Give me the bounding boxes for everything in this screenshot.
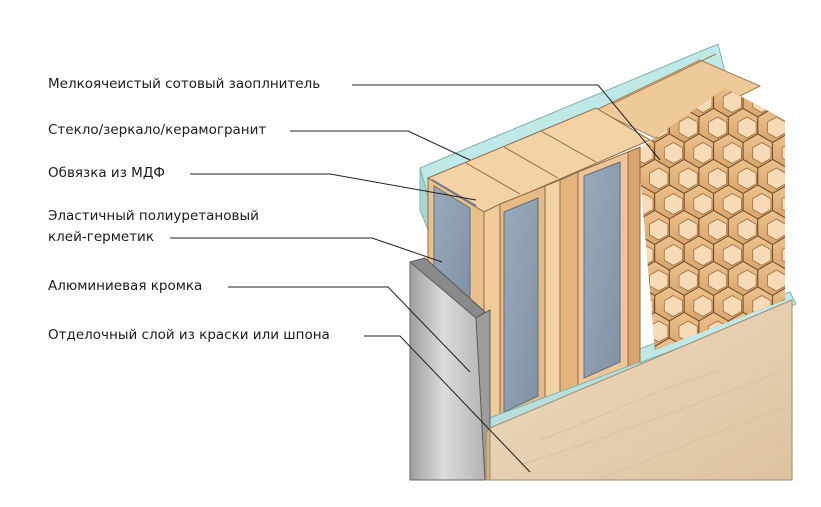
honeycomb-cell-inner	[797, 321, 815, 342]
honeycomb-cell-inner	[752, 193, 772, 215]
honeycomb-cell-inner	[649, 218, 669, 241]
honeycomb-cell-inner	[752, 142, 772, 164]
honeycomb-cell-inner	[663, 244, 683, 266]
honeycomb-cell-inner	[708, 167, 728, 190]
leader-sealant	[170, 237, 443, 263]
label-finish-layer: Отделочный слой из краски или шпона	[48, 327, 330, 343]
leader-mdf	[190, 173, 477, 201]
label-glass-layer: Стекло/зеркало/керамогранит	[48, 122, 267, 138]
honeycomb-cell-inner	[781, 91, 785, 113]
honeycomb-cell-inner	[767, 218, 785, 241]
honeycomb-cell-inner	[708, 218, 728, 241]
label-sealant-line1: Эластичный полиуретановый	[48, 208, 259, 224]
veneer-finish	[485, 299, 793, 481]
leader-aluminium	[228, 286, 471, 373]
leader-glass	[290, 130, 471, 161]
leader-honeycomb	[352, 84, 661, 161]
honeycomb-top	[594, 53, 762, 139]
honeycomb-cell-inner	[797, 168, 815, 189]
honeycomb-cell	[787, 211, 817, 245]
honeycomb-cell-inner	[693, 295, 713, 317]
honeycomb-cell-inner	[678, 116, 698, 139]
honeycomb-cell-inner	[693, 142, 713, 164]
honeycomb-cell-inner	[663, 193, 683, 215]
honeycomb-cell-inner	[722, 244, 742, 266]
honeycomb-cell-inner	[649, 269, 669, 292]
leader-lines	[170, 84, 661, 473]
honeycomb-cell-inner	[767, 116, 785, 139]
honeycomb-cell-inner	[797, 270, 815, 291]
label-honeycomb-filler: Мелкоячеистый сотовый заоплнитель	[48, 76, 321, 92]
honeycomb-cell-inner	[678, 269, 698, 292]
honeycomb-cell-inner	[663, 295, 683, 317]
label-mdf-frame: Обвязка из МДФ	[48, 165, 165, 181]
honeycomb-cell-inner	[737, 116, 757, 139]
honeycomb-cell-inner	[693, 244, 713, 266]
honeycomb-cell	[787, 262, 817, 296]
leader-finish	[364, 335, 531, 473]
honeycomb-cell-inner	[797, 117, 815, 138]
honeycomb-cell-inner	[767, 269, 785, 292]
honeycomb-cell-inner	[649, 167, 669, 190]
honeycomb-cell-inner	[663, 142, 683, 164]
honeycomb-cell-inner	[767, 167, 785, 190]
honeycomb-cell-inner	[797, 219, 815, 240]
honeycomb-cell-inner	[722, 193, 742, 215]
label-aluminium-edge: Алюминиевая кромка	[48, 278, 203, 294]
honeycomb-cell-inner	[737, 269, 757, 292]
honeycomb-cell-inner	[722, 142, 742, 164]
honeycomb-cell-inner	[708, 269, 728, 292]
honeycomb-cell-inner	[781, 244, 785, 266]
honeycomb-cell-inner	[708, 116, 728, 139]
label-sealant-line2: клей-герметик	[48, 229, 154, 245]
honeycomb-cell-inner	[781, 193, 785, 215]
aluminium-edge	[408, 257, 491, 481]
honeycomb-cell-inner	[693, 193, 713, 215]
honeycomb-cell-inner	[678, 218, 698, 241]
honeycomb-cell	[772, 88, 785, 118]
honeycomb-cell-inner	[781, 142, 785, 164]
honeycomb-cell-inner	[737, 218, 757, 241]
honeycomb-cell-inner	[678, 167, 698, 190]
honeycomb-cell-inner	[737, 167, 757, 190]
honeycomb-cell	[787, 160, 817, 194]
honeycomb-cell-inner	[722, 295, 742, 317]
sealant-layer	[431, 179, 477, 207]
honeycomb-cell	[787, 109, 817, 143]
honeycomb-cell-inner	[752, 244, 772, 266]
honeycomb-cell-inner	[797, 372, 815, 393]
